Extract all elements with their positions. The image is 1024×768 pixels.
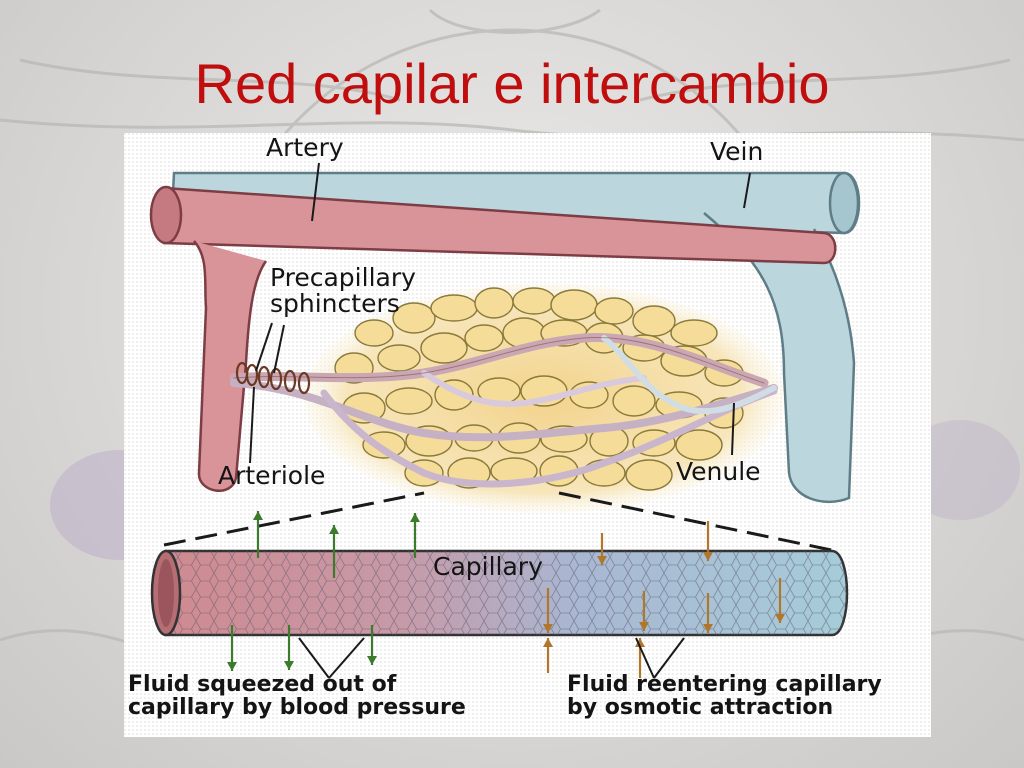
tissue-cell — [594, 297, 634, 325]
precapillary-line-2: sphincters — [270, 289, 400, 319]
vein-label: Vein — [710, 137, 764, 166]
vein — [170, 171, 861, 503]
tissue-cell — [550, 289, 598, 321]
tissue-cell — [474, 287, 514, 319]
fluid-out-arrow — [410, 513, 420, 558]
leader-lines — [249, 162, 751, 464]
slide-title: Red capilar e intercambio — [194, 52, 830, 115]
arteriole-label: Arteriole — [218, 461, 326, 490]
fluid-in-arrow — [639, 591, 649, 631]
tissue-cell — [625, 459, 673, 491]
tissue-cell — [670, 319, 718, 347]
fluid-in-arrow — [775, 578, 785, 623]
fluid-in-arrow — [543, 638, 553, 673]
zoom-lines — [163, 491, 837, 553]
tissue-cell — [675, 429, 723, 461]
tissue-cell — [632, 305, 676, 337]
tissue-cell — [377, 344, 421, 372]
tissue-cell — [464, 324, 504, 352]
fluid-out-arrow — [284, 625, 294, 670]
fluid-out-arrow — [367, 625, 377, 665]
fluid-out-line-1: Fluid squeezed out of — [128, 672, 397, 697]
tissue-cell — [354, 319, 394, 347]
capillary-label: Capillary — [433, 552, 543, 581]
venule-label: Venule — [676, 457, 761, 486]
precapillary-line-1: Precapillary — [270, 263, 416, 292]
tissue-cell — [362, 431, 406, 459]
fluid-out-caption: Fluid squeezed out of capillary by blood… — [128, 673, 466, 719]
tissue-cell — [512, 287, 556, 315]
fluid-out-line-2: capillary by blood pressure — [128, 695, 466, 721]
fluid-in-line-2: by osmotic attraction — [567, 695, 834, 721]
precapillary-sphincters — [235, 361, 311, 395]
tissue-cell — [392, 302, 436, 334]
capillary-bed — [229, 283, 784, 513]
fluid-out-arrows — [227, 511, 420, 671]
tissue-cell — [430, 294, 478, 322]
tissue-cell — [385, 387, 433, 415]
tissue-cell — [420, 332, 468, 364]
fluid-in-arrow — [703, 521, 713, 561]
fluid-in-arrow — [543, 588, 553, 633]
magnified-capillary — [150, 549, 849, 637]
caption-pointers — [298, 637, 685, 679]
tissue-cell — [612, 385, 656, 417]
artery — [149, 185, 837, 492]
figure-drawing — [124, 133, 931, 737]
fluid-out-arrow — [227, 625, 237, 671]
fluid-in-arrow — [597, 533, 607, 565]
fluid-out-arrow — [329, 525, 339, 578]
capillary-exchange-figure: Artery Vein Precapillary sphincters Arte… — [124, 133, 931, 737]
fluid-out-arrow — [253, 511, 263, 558]
fluid-in-arrow — [703, 593, 713, 633]
fluid-in-line-1: Fluid reentering capillary — [567, 672, 882, 697]
precapillary-sphincters-label: Precapillary sphincters — [270, 263, 416, 319]
artery-label: Artery — [266, 133, 344, 162]
fluid-in-caption: Fluid reentering capillary by osmotic at… — [567, 673, 882, 719]
